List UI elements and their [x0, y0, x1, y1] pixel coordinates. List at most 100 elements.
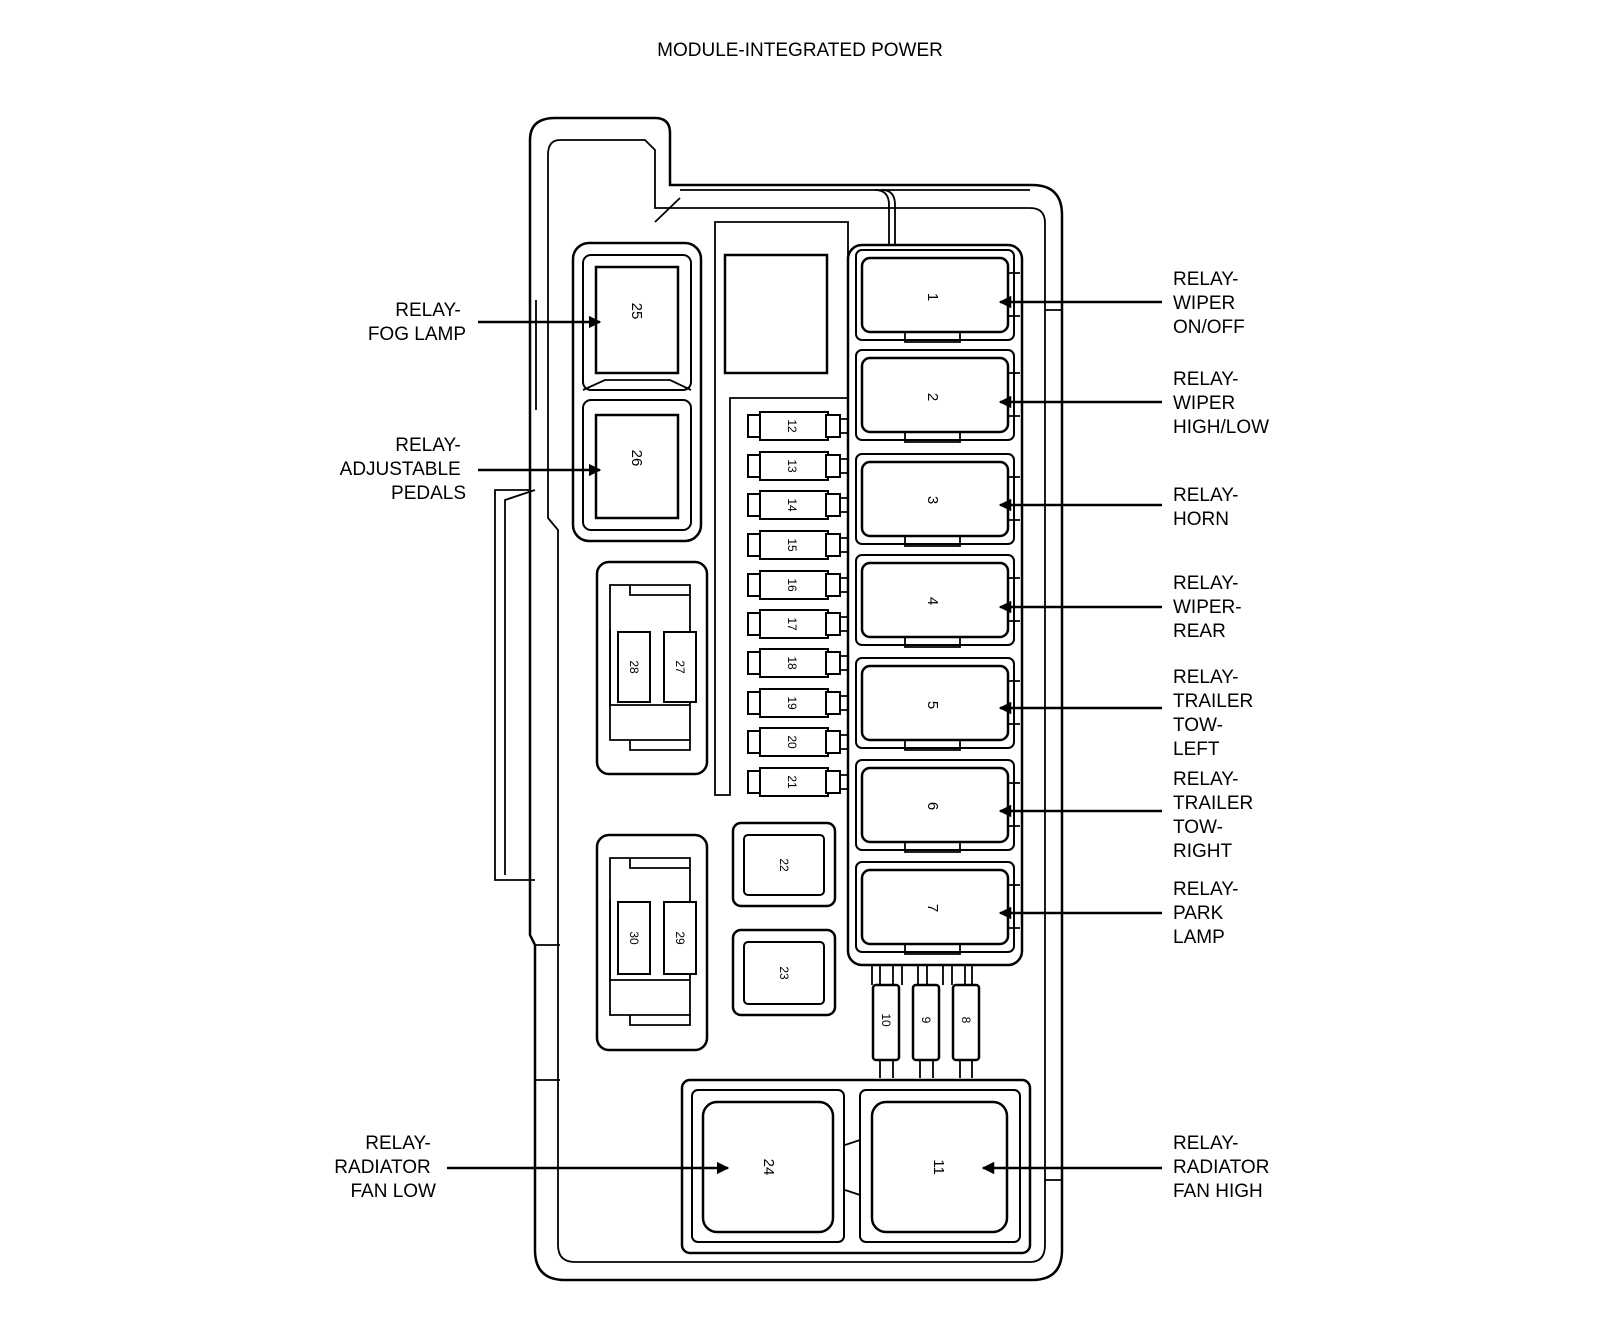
callout-line: RELAY- — [1173, 269, 1238, 290]
callout-line: TRAILER — [1173, 793, 1253, 814]
callout-arrows — [447, 295, 1162, 1175]
relay-24-11-block — [680, 1078, 1032, 1255]
callout-radiator-fan-low: RELAY- RADIATOR FAN LOW — [334, 1133, 436, 1202]
fuse-12-number: 12 — [785, 419, 799, 433]
relay-5-number: 5 — [924, 701, 941, 709]
relay-slot — [855, 249, 1020, 343]
callout-line: PARK — [1173, 903, 1224, 924]
relay-slot — [855, 657, 1020, 751]
callout-line: RELAY- — [1173, 485, 1238, 506]
relay-6-number: 6 — [924, 802, 941, 810]
callout-line: HORN — [1173, 509, 1229, 530]
mini-fuse — [747, 609, 848, 639]
fuse-30-number: 30 — [627, 931, 641, 945]
fuse-21-number: 21 — [785, 775, 799, 789]
callout-line: WIPER — [1173, 393, 1235, 414]
fuse-14-number: 14 — [785, 498, 799, 512]
callout-line: RADIATOR — [334, 1157, 430, 1178]
callout-line: TOW- — [1173, 817, 1223, 838]
top-connector-block — [714, 221, 849, 796]
callout-line: TOW- — [1173, 715, 1223, 736]
diagram-title: MODULE-INTEGRATED POWER — [657, 40, 943, 61]
mini-fuse — [747, 411, 848, 441]
callout-line: WIPER — [1173, 293, 1235, 314]
relay-11-number: 11 — [930, 1159, 947, 1175]
callout-line: RELAY- — [1173, 667, 1238, 688]
relay-slot — [855, 759, 1020, 853]
mini-fuse — [747, 727, 848, 757]
callout-line: PEDALS — [391, 483, 466, 504]
callout-line: REAR — [1173, 621, 1226, 642]
callout-trailer-tow-left: RELAY- TRAILER TOW- LEFT — [1173, 667, 1259, 760]
callout-line: RELAY- — [1173, 369, 1238, 390]
relay-4-number: 4 — [924, 597, 941, 605]
callout-adjustable-pedals: RELAY- ADJUSTABLE PEDALS — [340, 435, 466, 504]
relay-1-number: 1 — [924, 293, 941, 301]
callout-horn: RELAY- HORN — [1173, 485, 1244, 530]
mini-fuse-strip — [747, 411, 848, 797]
fuse-29-number: 29 — [673, 931, 687, 945]
fuse-8-number: 8 — [959, 1017, 973, 1024]
fuse-15-number: 15 — [785, 538, 799, 552]
callout-radiator-fan-high: RELAY- RADIATOR FAN HIGH — [1173, 1133, 1275, 1202]
relay-24-number: 24 — [760, 1159, 777, 1176]
fuse-18-number: 18 — [785, 656, 799, 670]
mini-fuse — [747, 490, 848, 520]
callout-line: WIPER- — [1173, 597, 1242, 618]
relay-7-number: 7 — [924, 904, 941, 912]
callout-line: ON/OFF — [1173, 317, 1245, 338]
callout-trailer-tow-right: RELAY- TRAILER TOW- RIGHT — [1173, 769, 1259, 862]
callout-park-lamp: RELAY- PARK LAMP — [1173, 879, 1244, 948]
callout-wiper-high-low: RELAY- WIPER HIGH/LOW — [1173, 369, 1269, 438]
module-housing — [494, 116, 1064, 1282]
fuse-10-number: 10 — [879, 1013, 893, 1027]
mini-fuse — [747, 648, 848, 678]
callout-line: RELAY- — [1173, 1133, 1238, 1154]
callout-wiper-on-off: RELAY- WIPER ON/OFF — [1173, 269, 1245, 338]
relay-stack — [855, 249, 1020, 955]
mini-fuse — [747, 688, 848, 718]
callout-line: RELAY- — [1173, 769, 1238, 790]
relay-slot — [855, 554, 1020, 648]
mini-fuse — [747, 530, 848, 560]
relay-slot — [855, 453, 1020, 547]
relay-25-number: 25 — [628, 303, 645, 320]
fuse-27-28-block — [595, 560, 709, 776]
fuse-23-number: 23 — [777, 966, 791, 980]
callout-wiper-rear: RELAY- WIPER- REAR — [1173, 573, 1247, 642]
callout-line: LAMP — [1173, 927, 1225, 948]
callout-line: HIGH/LOW — [1173, 417, 1269, 438]
callout-line: FAN LOW — [350, 1181, 436, 1202]
fuse-29-30-block — [595, 833, 709, 1052]
callout-line: RELAY- — [1173, 879, 1238, 900]
fuse-13-number: 13 — [785, 459, 799, 473]
relay-26-number: 26 — [628, 450, 645, 467]
callout-line: RADIATOR — [1173, 1157, 1269, 1178]
fuse-9-number: 9 — [919, 1017, 933, 1024]
callout-line: RIGHT — [1173, 841, 1233, 862]
fuse-27-number: 27 — [673, 660, 687, 674]
relay-slot — [855, 349, 1020, 443]
relay-slot — [855, 861, 1020, 955]
fuse-22-23-blocks — [731, 821, 837, 1017]
mini-fuse — [747, 767, 848, 797]
fuse-16-number: 16 — [785, 578, 799, 592]
fuse-17-number: 17 — [785, 617, 799, 631]
callout-line: FOG LAMP — [368, 324, 466, 345]
relay-25-26-block — [571, 241, 703, 543]
fuse-28-number: 28 — [627, 660, 641, 674]
fuse-19-number: 19 — [785, 696, 799, 710]
callout-line: RELAY- — [395, 300, 460, 321]
fuse-8-9-10-blocks — [871, 965, 981, 1078]
callout-line: TRAILER — [1173, 691, 1253, 712]
callout-line: RELAY- — [1173, 573, 1238, 594]
mini-fuse — [747, 570, 848, 600]
mini-fuse — [747, 451, 848, 481]
fuse-22-number: 22 — [777, 858, 791, 872]
callout-line: RELAY- — [365, 1133, 430, 1154]
relay-3-number: 3 — [924, 496, 941, 504]
callout-line: RELAY- — [395, 435, 460, 456]
callout-line: FAN HIGH — [1173, 1181, 1263, 1202]
callout-fog-lamp: RELAY- FOG LAMP — [368, 300, 466, 345]
